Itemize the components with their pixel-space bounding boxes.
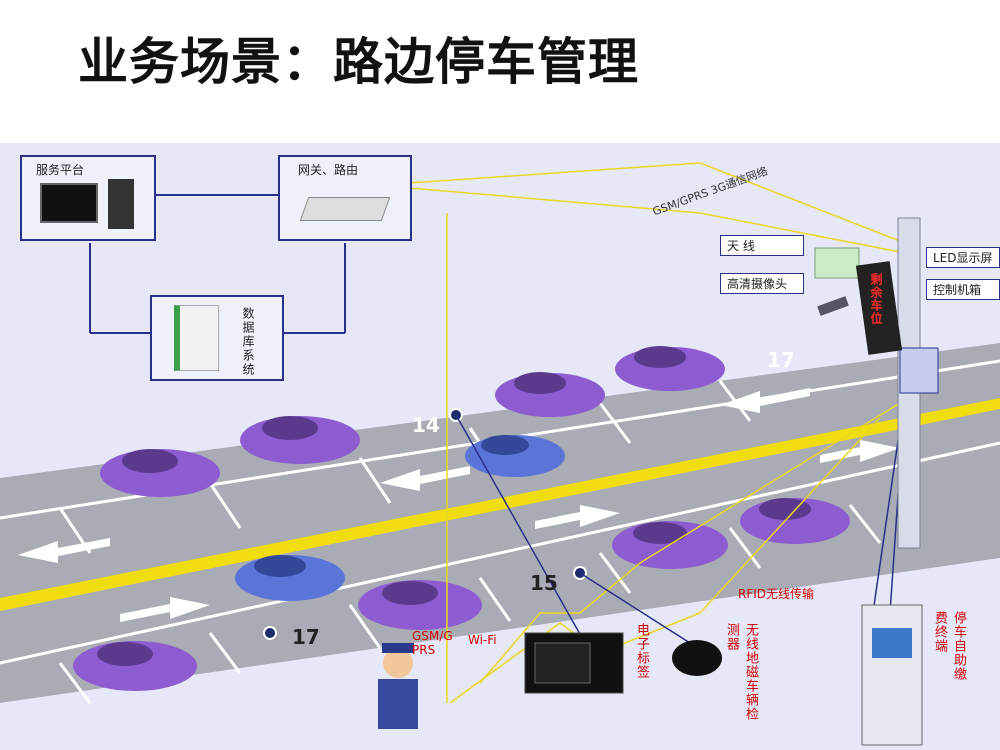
network-links — [89, 194, 346, 334]
kiosk-label: 停车自助缴费终端 — [932, 611, 966, 681]
database-server-icon — [174, 305, 219, 371]
wireless-links — [409, 162, 906, 704]
antenna-device — [814, 247, 860, 279]
gsm-gprs-label: GSM/G PRS — [412, 629, 453, 657]
wifi-label: Wi-Fi — [468, 633, 497, 647]
space-number-17-bottom: 17 — [292, 625, 320, 649]
kiosk — [861, 604, 923, 746]
cars — [73, 346, 850, 691]
service-platform-box: 服务平台 — [20, 155, 156, 241]
camera-device — [817, 296, 849, 316]
led-sign-text: 剩余车位 — [869, 273, 883, 325]
router-icon — [299, 197, 391, 221]
camera-tag: 高清摄像头 — [720, 273, 804, 294]
database-label: 数据库系统 — [241, 307, 255, 377]
road — [0, 343, 1000, 703]
wireless-detector-label: 无线地磁车辆检测器 — [724, 623, 758, 721]
antenna-tag: 天 线 — [720, 235, 804, 256]
officer-figure — [378, 643, 418, 729]
sidewalk — [0, 558, 1000, 750]
detector-device — [672, 640, 722, 676]
direction-arrows — [18, 388, 900, 622]
database-box: 数据库系统 — [150, 295, 284, 381]
computer-icon — [40, 183, 98, 223]
rfid-label: RFID无线传输 — [738, 587, 815, 601]
control-box-tag: 控制机箱 — [926, 279, 1000, 300]
space-number-17-top: 17 — [767, 348, 795, 372]
scene-graphics — [0, 162, 1000, 750]
page-title: 业务场景：路边停车管理 — [78, 33, 639, 91]
gateway-router-label: 网关、路由 — [298, 163, 359, 177]
parking-scene: 服务平台 网关、路由 数据库系统 GSM/GPRS 3G通信网络 天 线 高清摄… — [0, 143, 1000, 750]
space-number-15: 15 — [530, 571, 558, 595]
gateway-router-box: 网关、路由 — [278, 155, 412, 241]
center-line — [0, 398, 1000, 611]
led-sign — [855, 261, 903, 355]
tower-icon — [108, 179, 134, 229]
parking-lines-bottom — [58, 504, 882, 704]
service-platform-label: 服务平台 — [36, 163, 85, 177]
space-number-14: 14 — [412, 413, 440, 437]
control-box — [899, 347, 939, 394]
electronic-tag-label: 电子标签 — [634, 623, 649, 679]
led-display-tag: LED显示屏 — [926, 247, 1000, 268]
